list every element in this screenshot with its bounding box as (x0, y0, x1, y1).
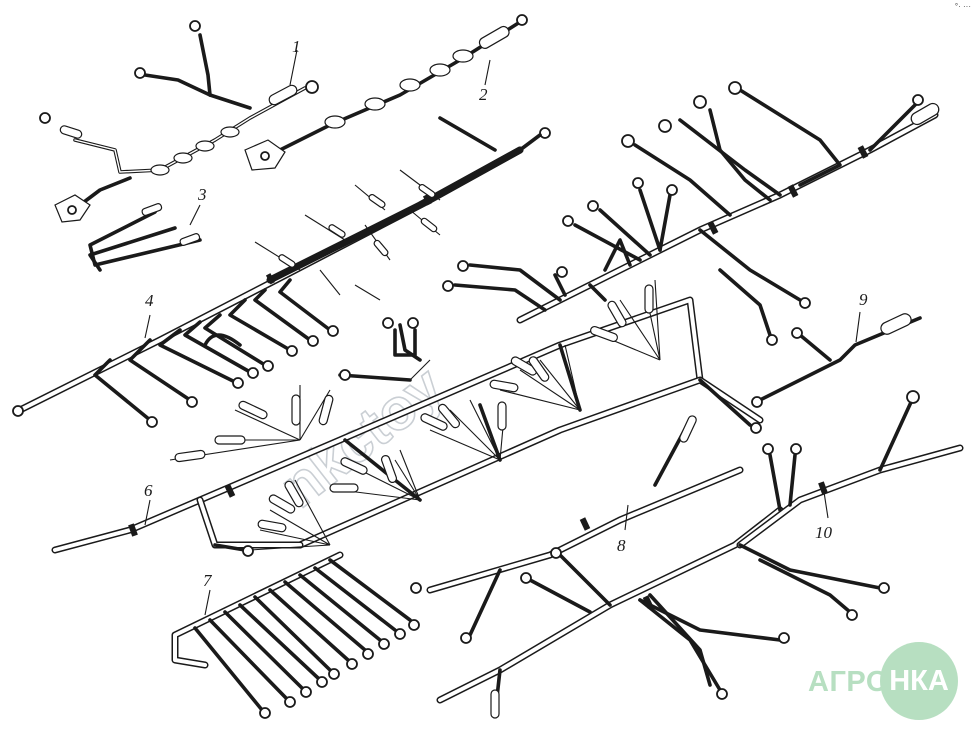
harness-8 (410, 415, 790, 719)
harness-6 (51, 279, 764, 557)
harness-10 (736, 390, 964, 621)
callout-7: 7 (203, 571, 213, 590)
callout-10: 10 (815, 523, 833, 542)
harness-5 (442, 81, 940, 346)
callout-3: 3 (197, 185, 207, 204)
harness-2 (244, 14, 528, 171)
callout-4: 4 (145, 291, 154, 310)
harness-7 (171, 551, 420, 719)
callout-1: 1 (292, 37, 301, 56)
logo-text-right: НКА (889, 664, 949, 697)
callout-6: 6 (144, 481, 153, 500)
harness-3 (88, 203, 202, 272)
callout-2: 2 (479, 85, 488, 104)
callout-9: 9 (859, 290, 868, 309)
callout-8: 8 (617, 536, 626, 555)
callouts: 1 2 3 4 6 7 8 9 10 (144, 37, 868, 616)
agronka-logo: АГРО НКА (808, 640, 968, 724)
harness-4 (12, 116, 551, 428)
logo-text-left: АГРО (808, 666, 889, 698)
logo-circle: НКА (880, 642, 958, 720)
harness-1 (39, 20, 319, 223)
harness-9 (751, 313, 922, 408)
corner-mark: °· ··· (954, 2, 971, 11)
